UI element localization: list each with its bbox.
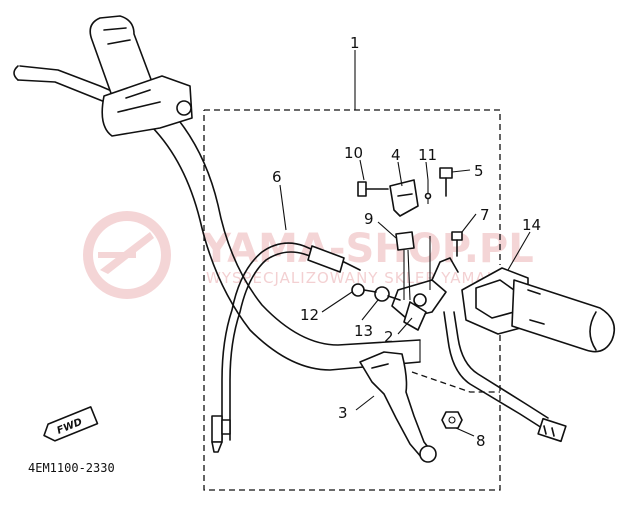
leader-lines bbox=[279, 50, 531, 437]
throttle-grip bbox=[461, 267, 616, 353]
assembly-boundary bbox=[203, 109, 501, 491]
left-grip bbox=[89, 15, 193, 137]
drawing-code: 4EM1100-2330 bbox=[28, 461, 115, 475]
label-5: 5 bbox=[474, 162, 484, 180]
label-3: 3 bbox=[338, 404, 348, 422]
label-9: 9 bbox=[364, 210, 374, 228]
label-12: 12 bbox=[300, 306, 319, 324]
watermark-main-text: YAMA-SHOP.PL bbox=[201, 226, 534, 272]
clutch-lever bbox=[359, 351, 437, 463]
label-8: 8 bbox=[476, 432, 486, 450]
label-4: 4 bbox=[391, 146, 401, 164]
label-6: 6 bbox=[272, 168, 282, 186]
label-11: 11 bbox=[418, 146, 437, 164]
label-1: 1 bbox=[350, 34, 360, 52]
watermark: YAMA-SHOP.PL WYSPECJALIZOWANY SKLEP YAMA… bbox=[83, 211, 534, 299]
fwd-direction-tag: FWD bbox=[43, 406, 99, 442]
part-labels: 1 2 3 4 5 6 7 8 9 10 11 12 13 14 bbox=[272, 34, 541, 450]
throttle-cable bbox=[443, 311, 567, 443]
clutch-cable bbox=[211, 242, 361, 453]
label-10: 10 bbox=[344, 144, 363, 162]
label-14: 14 bbox=[522, 216, 541, 234]
label-2: 2 bbox=[384, 328, 394, 346]
label-7: 7 bbox=[480, 206, 490, 224]
hardware-parts bbox=[351, 167, 463, 429]
label-13: 13 bbox=[354, 322, 373, 340]
watermark-logo bbox=[83, 211, 171, 299]
lever-holder bbox=[391, 257, 459, 331]
